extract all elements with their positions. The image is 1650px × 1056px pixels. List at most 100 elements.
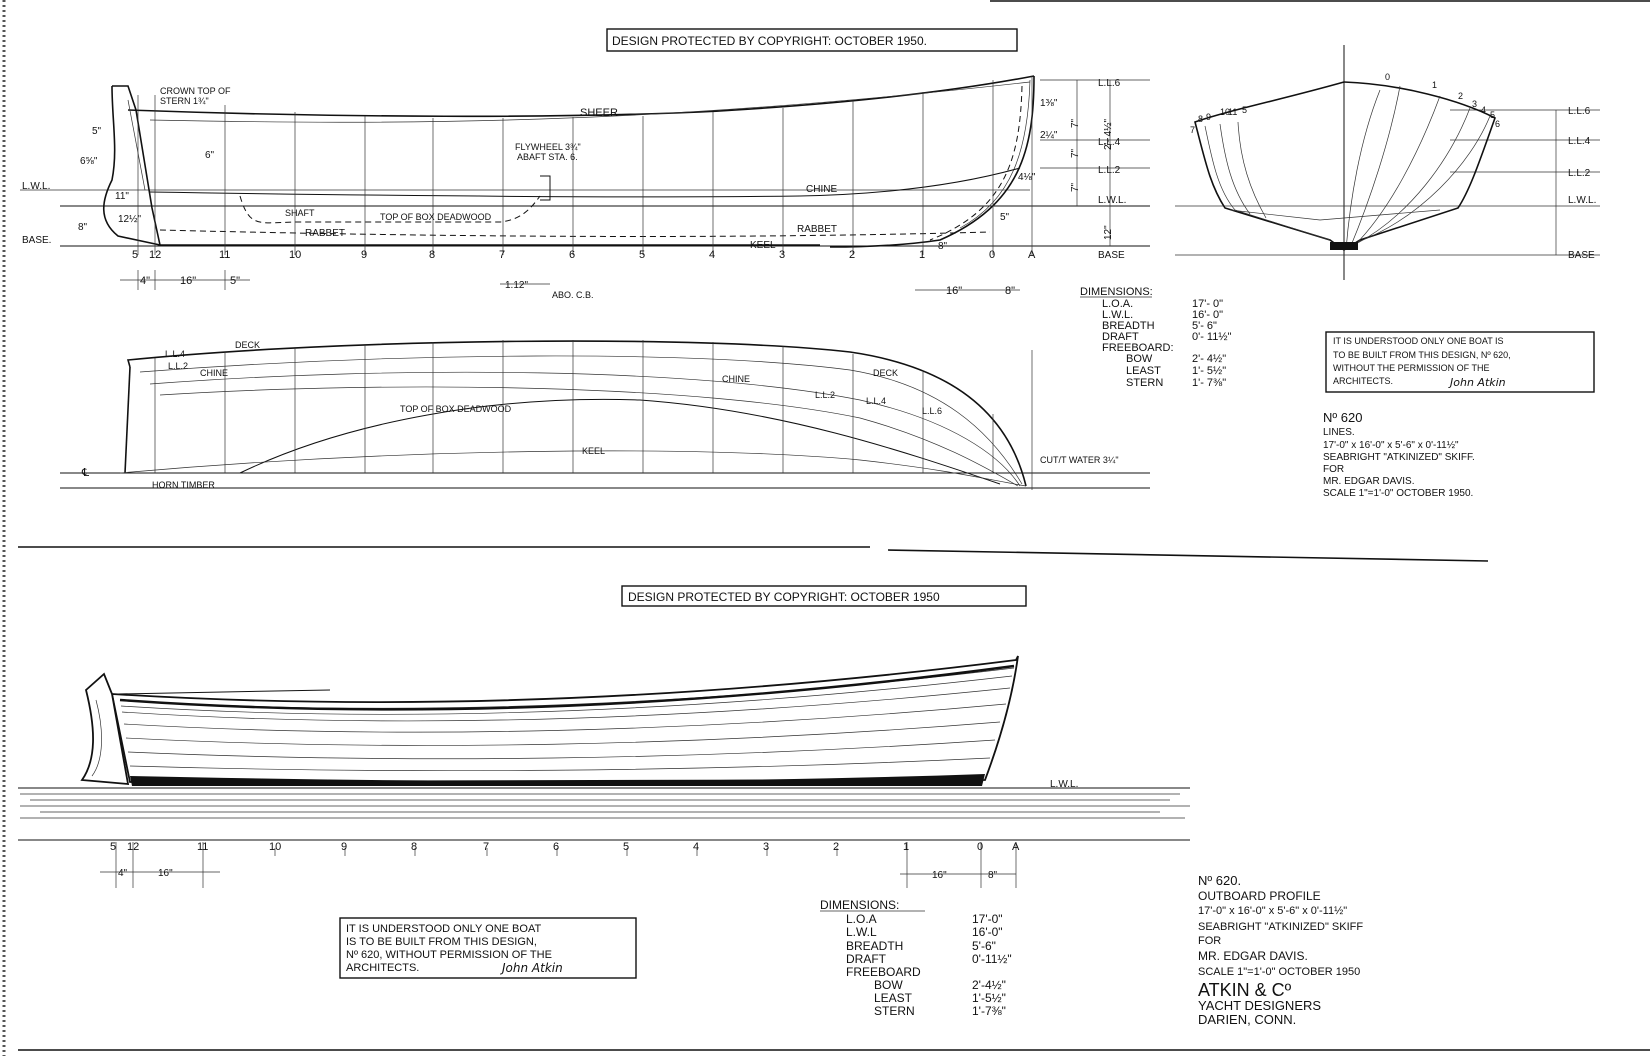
spacing-dim: 8"	[1005, 285, 1015, 297]
label-box-deadwood: TOP OF BOX DEADWOOD	[380, 212, 492, 222]
notice-box-top: IT IS UNDERSTOOD ONLY ONE BOAT IS TO BE …	[1325, 331, 1595, 393]
dim-label: 7"	[1070, 182, 1081, 192]
waterline-label: BASE	[1098, 250, 1125, 261]
notice-line: IT IS UNDERSTOOD ONLY ONE BOAT IS	[1333, 336, 1504, 346]
dim-label: 4⅛"	[1018, 172, 1036, 183]
dim-label: 7"	[1070, 118, 1081, 128]
sheer-profile: 5 12 11 10 9 8 7 6 5 4 3 2 1 0 A 4" 16" …	[20, 75, 1150, 300]
station-label: 5	[623, 841, 629, 853]
dimensions-row-label: DRAFT	[1102, 331, 1139, 343]
copyright-banner-bottom: DESIGN PROTECTED BY COPYRIGHT: OCTOBER 1…	[621, 585, 1027, 607]
architect-signature: John Atkin	[1448, 376, 1506, 389]
dimensions-row-value: 2'- 4½"	[1192, 353, 1226, 365]
dim-label: 5"	[92, 126, 102, 137]
body-station-label: 9	[1206, 112, 1211, 122]
waterline-label: BASE	[1568, 250, 1595, 261]
body-station-label: 10	[1220, 107, 1230, 117]
plan-label: TOP OF BOX DEADWOOD	[400, 404, 512, 414]
label-chine: CHINE	[806, 184, 837, 195]
architect-signature: John Atkin	[500, 961, 563, 975]
dimensions-row-label: L.W.L	[846, 925, 877, 939]
spacing-dim: 5"	[230, 275, 240, 287]
station-label: 5	[110, 841, 116, 853]
notice-box-bottom: IT IS UNDERSTOOD ONLY ONE BOAT IS TO BE …	[339, 917, 637, 979]
body-station-label: 5	[1490, 110, 1495, 120]
dimensions-row-value: 1'- 7⅜"	[1192, 377, 1226, 389]
dimensions-row-value: 17'- 0"	[1192, 298, 1223, 310]
dimensions-row-label: DRAFT	[846, 952, 887, 966]
dim-label: 12½"	[118, 214, 141, 225]
plan-label: L.L.2	[815, 390, 835, 400]
design-number: Nº 620.	[1198, 873, 1241, 888]
dim-label: 12"	[1103, 225, 1114, 240]
waterline-label: L.W.L.	[1568, 195, 1596, 206]
plan-label: KEEL	[582, 446, 605, 456]
body-station-label: 4	[1481, 105, 1486, 115]
dimensions-row-label: L.O.A.	[1102, 298, 1133, 310]
label-keel: KEEL	[750, 240, 776, 251]
copyright-banner-text: DESIGN PROTECTED BY COPYRIGHT: OCTOBER 1…	[628, 590, 940, 604]
station-label: 10	[269, 841, 281, 853]
label-shaft: SHAFT	[285, 208, 315, 218]
dim-label: 2¼"	[1040, 129, 1058, 141]
station-lines	[137, 76, 1033, 255]
station-label: 2	[833, 841, 839, 853]
dimensions-row-value: 2'-4½"	[972, 978, 1006, 992]
station-label: 11	[219, 249, 230, 261]
station-label: 0	[989, 249, 995, 261]
label-rabbet: RABBET	[797, 224, 837, 235]
station-label: 8	[429, 249, 435, 261]
copyright-banner-top: DESIGN PROTECTED BY COPYRIGHT: OCTOBER 1…	[606, 28, 1018, 52]
notice-line: ARCHITECTS.	[346, 962, 419, 974]
dimensions-row-label: STERN	[1126, 377, 1163, 389]
waterline-label: L.L.6	[1568, 106, 1591, 117]
plan-label: L.L.4	[866, 396, 886, 406]
notice-line: TO BE BUILT FROM THIS DESIGN, Nº 620,	[1333, 350, 1511, 360]
station-label: 5	[639, 249, 645, 261]
body-station-label: 1	[1432, 80, 1437, 90]
station-label: 9	[341, 841, 347, 853]
label-lwl: L.W.L.	[22, 181, 50, 192]
body-station-label: 3	[1472, 99, 1477, 109]
station-label: 3	[779, 249, 785, 261]
firm-name: ATKIN & Cº	[1198, 980, 1292, 1000]
spacing-dim: 16"	[180, 275, 196, 287]
dimensions-row-value: 16'-0"	[972, 925, 1003, 939]
spacing-dim: 4"	[118, 868, 128, 879]
station-label: 5	[132, 249, 138, 261]
dimensions-row-label: BREADTH	[846, 939, 903, 953]
title-line: MR. EDGAR DAVIS.	[1323, 476, 1415, 487]
title-line: OUTBOARD PROFILE	[1198, 889, 1321, 903]
dimensions-row-label: L.O.A	[846, 912, 877, 926]
spacing-dim: 16"	[932, 870, 947, 881]
dimensions-row-value: 5'-6"	[972, 939, 996, 953]
plan-label: DECK	[235, 340, 260, 350]
dimensions-row-label: FREEBOARD:	[1102, 342, 1174, 354]
dimensions-heading: DIMENSIONS:	[1080, 286, 1153, 298]
title-line: SEABRIGHT "ATKINIZED" SKIFF.	[1323, 452, 1475, 463]
dim-label: 6⅝"	[80, 156, 98, 167]
centerline-symbol: ℄	[81, 467, 89, 479]
station-label: 6	[569, 249, 575, 261]
spacing-dim: 16"	[158, 868, 173, 879]
label-flywheel: FLYWHEEL 3¾"	[515, 142, 581, 152]
dimensions-row-label: LEAST	[874, 991, 913, 1005]
dimensions-row-value: 17'-0"	[972, 912, 1003, 926]
outboard-profile: L.W.L. 5	[18, 655, 1190, 888]
dimensions-row-label: BOW	[1126, 353, 1153, 365]
firm-line: DARIEN, CONN.	[1198, 1012, 1296, 1027]
outboard-station-ticks	[115, 842, 1017, 888]
dimensions-row-value: 1'- 5½"	[1192, 365, 1226, 377]
station-label: 3	[763, 841, 769, 853]
dimensions-row-value: 1'-7⅜"	[972, 1004, 1006, 1018]
body-plan: 0 1 2 3 4 5 6 7 8 9 10 11 5 L.L.6 L.L.4 …	[1175, 45, 1600, 280]
body-station-label: 8	[1198, 114, 1203, 124]
notice-line: IT IS UNDERSTOOD ONLY ONE BOAT	[346, 923, 541, 935]
body-station-label: 11	[1228, 107, 1237, 117]
dimensions-row-label: STERN	[874, 1004, 915, 1018]
waterline-label: L.L.4	[1098, 137, 1121, 148]
station-label: 7	[483, 841, 489, 853]
plan-label: CHINE	[722, 374, 750, 384]
notice-line: IS TO BE BUILT FROM THIS DESIGN,	[346, 936, 537, 948]
label-base: BASE.	[22, 235, 51, 246]
